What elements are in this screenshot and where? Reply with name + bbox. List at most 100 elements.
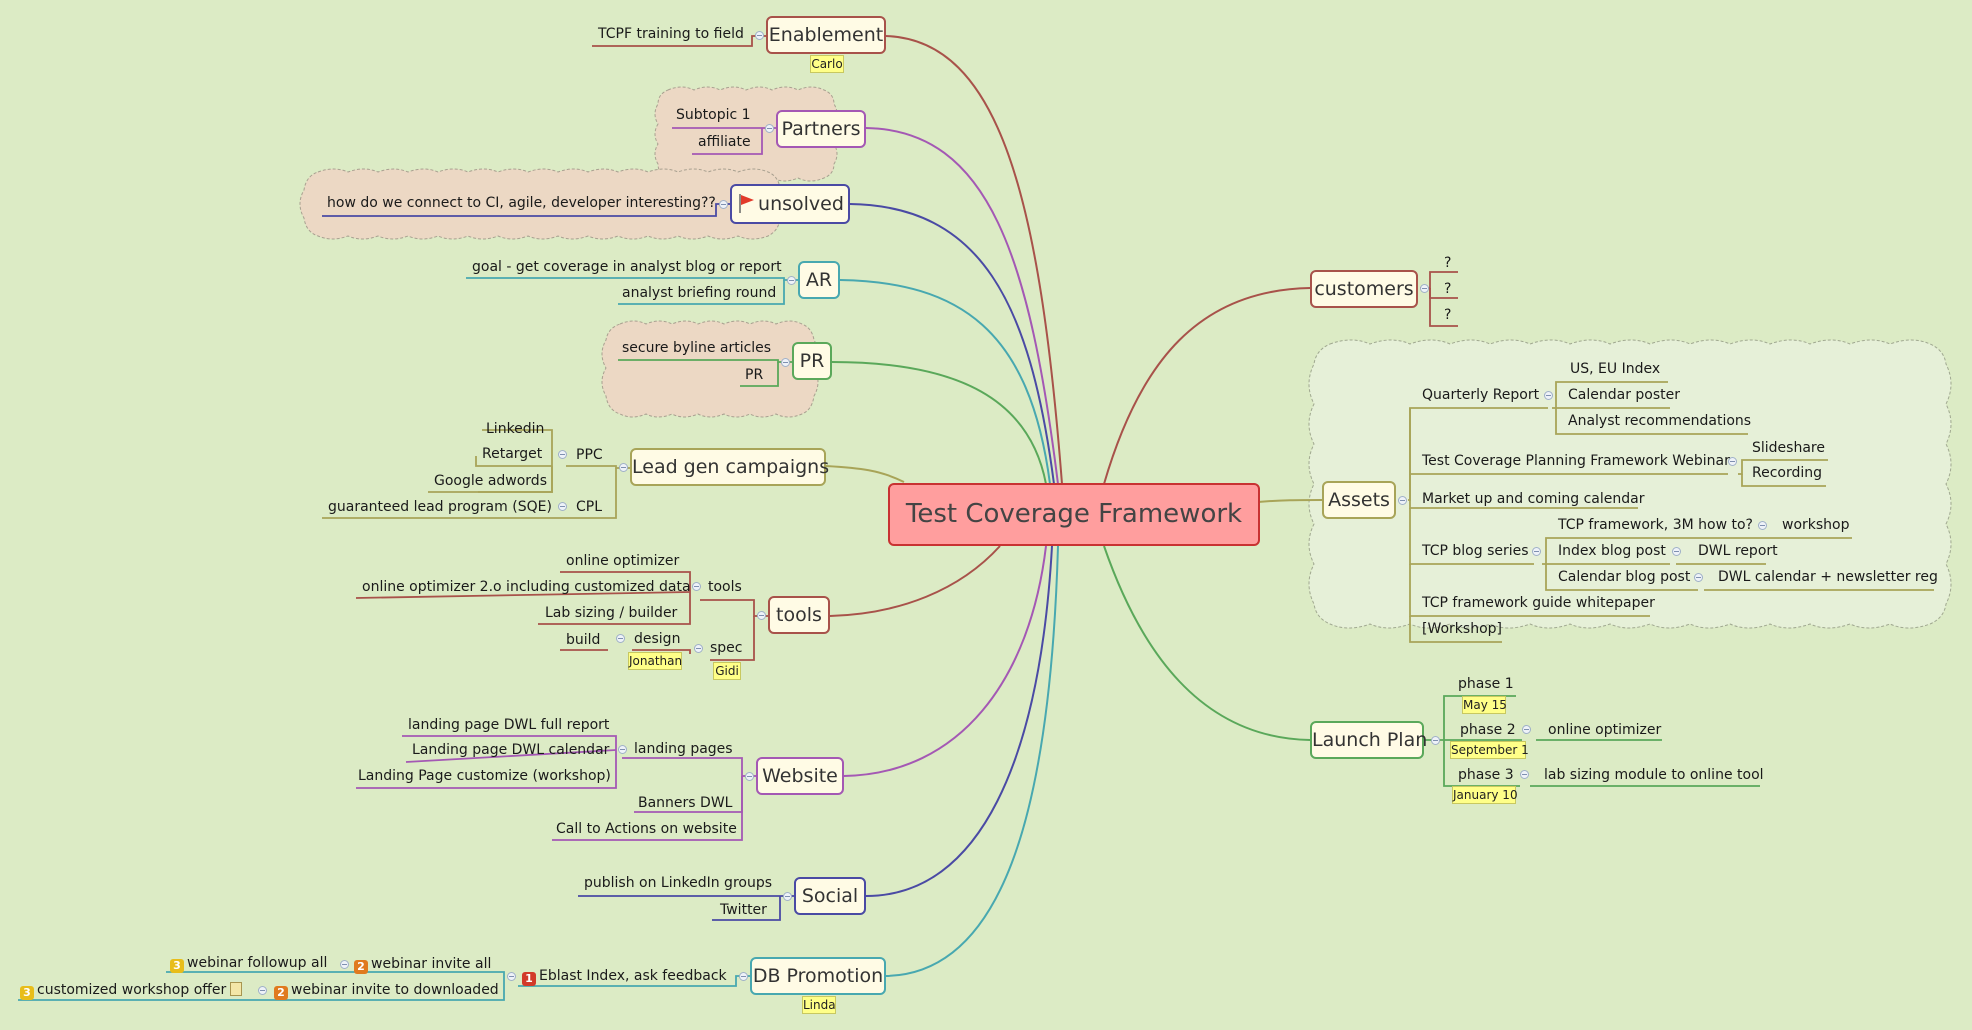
tools-item-0: online optimizer [566, 553, 680, 569]
customers-item-1: ? [1444, 281, 1452, 297]
topic-customers[interactable]: customers [1310, 270, 1418, 308]
assets-blog-0: TCP framework, 3M how to? [1558, 517, 1753, 533]
assets-blog-2: Calendar blog post [1558, 569, 1691, 585]
topic-db-promotion[interactable]: DB Promotion [750, 957, 886, 995]
collapse-toggle[interactable] [757, 611, 766, 620]
flag-icon [739, 194, 755, 213]
collapse-toggle[interactable] [1532, 547, 1541, 556]
customers-item-2: ? [1444, 307, 1452, 323]
branch-partners [865, 127, 1059, 485]
collapse-toggle[interactable] [1728, 457, 1737, 466]
collapse-toggle[interactable] [340, 960, 349, 969]
collapse-toggle[interactable] [618, 745, 627, 754]
collapse-toggle[interactable] [787, 276, 796, 285]
collapse-toggle[interactable] [258, 986, 267, 995]
note-may-15: May 15 [1462, 696, 1507, 714]
collapse-toggle[interactable] [558, 450, 567, 459]
branch-enablement [885, 35, 1063, 485]
topic-enablement[interactable]: Enablement [766, 16, 886, 54]
dbpromo-eblast-label: Eblast Index, ask feedback [539, 968, 727, 984]
collapse-toggle[interactable] [507, 972, 516, 981]
topic-ar[interactable]: AR [798, 261, 840, 299]
dbpromo-invite-all-label: webinar invite all [371, 956, 492, 972]
collapse-toggle[interactable] [783, 892, 792, 901]
topic-social[interactable]: Social [794, 877, 866, 915]
central-topic[interactable]: Test Coverage Framework [888, 483, 1260, 546]
collapse-toggle[interactable] [1672, 547, 1681, 556]
social-item-0: publish on LinkedIn groups [584, 875, 773, 891]
dbpromo-invite-downloaded-label: webinar invite to downloaded [291, 982, 499, 998]
assets-blog-1-child: DWL report [1698, 543, 1778, 559]
topic-unsolved[interactable]: unsolved [730, 184, 850, 224]
priority-3-icon: 3 [170, 959, 184, 973]
topic-pr[interactable]: PR [792, 342, 832, 380]
website-landing-0: landing page DWL full report [408, 717, 610, 733]
collapse-toggle[interactable] [692, 582, 701, 591]
assets-market: Market up and coming calendar [1422, 491, 1645, 507]
assets-quarterly-0: US, EU Index [1570, 361, 1661, 377]
assets-blog-2-child: DWL calendar + newsletter reg [1718, 569, 1938, 585]
website-landing-2: Landing Page customize (workshop) [358, 768, 611, 784]
priority-2-icon: 2 [274, 986, 288, 1000]
branch-pr [831, 361, 1047, 485]
collapse-toggle[interactable] [1398, 496, 1407, 505]
leadgen-ppc-0: Linkedin [486, 421, 545, 437]
collapse-toggle[interactable] [765, 124, 774, 133]
assets-workshop: [Workshop] [1422, 621, 1502, 637]
collapse-toggle[interactable] [558, 502, 567, 511]
note-jonathan: Jonathan [628, 652, 683, 670]
collapse-toggle[interactable] [619, 463, 628, 472]
collapse-toggle[interactable] [1758, 521, 1767, 530]
launch-phase-2: phase 2 [1460, 722, 1516, 738]
note-icon[interactable] [230, 982, 243, 996]
collapse-toggle[interactable] [745, 772, 754, 781]
collapse-toggle[interactable] [755, 31, 764, 40]
topic-tools[interactable]: tools [768, 596, 830, 634]
priority-3-icon: 3 [20, 986, 34, 1000]
collapse-toggle[interactable] [616, 634, 625, 643]
branch-website [843, 545, 1047, 777]
leadgen-ppc-1: Retarget [482, 446, 543, 462]
assets-webinar-0: Slideshare [1752, 440, 1825, 456]
tools-item-2: Lab sizing / builder [545, 605, 678, 621]
topic-unsolved-label: unsolved [758, 193, 844, 215]
collapse-toggle[interactable] [694, 644, 703, 653]
collapse-toggle[interactable] [1520, 770, 1529, 779]
item-ar-0: goal - get coverage in analyst blog or r… [472, 259, 782, 275]
topic-partners[interactable]: Partners [776, 110, 866, 148]
topic-assets[interactable]: Assets [1322, 481, 1396, 519]
collapse-toggle[interactable] [1694, 573, 1703, 582]
collapse-toggle[interactable] [781, 358, 790, 367]
collapse-toggle[interactable] [1431, 736, 1440, 745]
priority-2-icon: 2 [354, 960, 368, 974]
assets-quarterly: Quarterly Report [1422, 387, 1540, 403]
social-item-1: Twitter [720, 902, 767, 918]
branch-social [865, 545, 1053, 897]
collapse-toggle[interactable] [739, 972, 748, 981]
collapse-toggle[interactable] [1522, 725, 1531, 734]
collapse-toggle[interactable] [1544, 391, 1553, 400]
cloud-assets [1308, 339, 1952, 629]
topic-launch-plan[interactable]: Launch Plan [1310, 721, 1427, 759]
collapse-toggle[interactable] [719, 200, 728, 209]
branch-customers [1103, 287, 1311, 485]
topic-website[interactable]: Website [756, 757, 844, 795]
topic-lead-gen[interactable]: Lead gen campaigns [630, 448, 829, 486]
branch-leadgen [825, 465, 905, 483]
note-gidi: Gidi [713, 662, 741, 680]
leadgen-ppc: PPC [576, 447, 603, 463]
tools-label: tools [708, 579, 742, 595]
collapse-toggle[interactable] [1420, 284, 1429, 293]
website-landing-1: Landing page DWL calendar [412, 742, 610, 758]
item-unsolved-0: how do we connect to CI, agile, develope… [327, 195, 716, 211]
tools-spec: spec [710, 640, 743, 656]
branch-tools [829, 545, 1001, 617]
branch-launch [1103, 545, 1311, 741]
leadgen-cpl: CPL [576, 499, 603, 515]
tools-build: build [566, 632, 601, 648]
